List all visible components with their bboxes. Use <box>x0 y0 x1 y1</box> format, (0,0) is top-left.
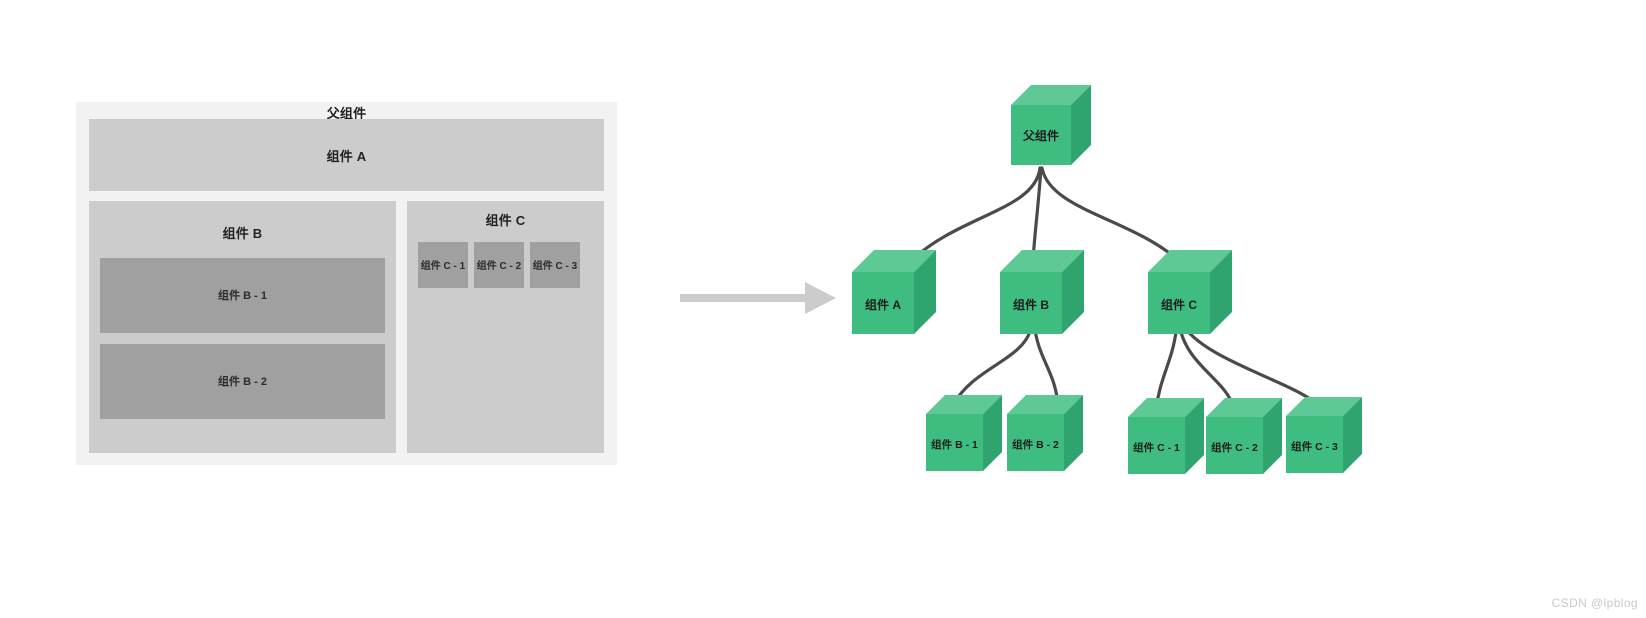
flat-nested-layout-diagram: 父组件 组件 A 组件 B 组件 B - 1 组件 B - 2 组件 C 组件 … <box>76 102 617 465</box>
tree-cube-component-a: 组件 A <box>852 250 938 336</box>
flat-box-component-c-3: 组件 C - 3 <box>530 242 580 288</box>
flat-box-component-c-2: 组件 C - 2 <box>474 242 524 288</box>
flat-box-component-c-2-label: 组件 C - 2 <box>476 261 522 272</box>
flat-box-component-b-1: 组件 B - 1 <box>100 258 385 333</box>
flat-box-component-b-2: 组件 B - 2 <box>100 344 385 419</box>
flat-root-label: 父组件 <box>326 106 367 121</box>
flat-box-component-c-1: 组件 C - 1 <box>418 242 468 288</box>
flat-box-component-b-2-label: 组件 B - 2 <box>218 376 267 388</box>
tree-cube-component-c-2: 组件 C - 2 <box>1206 398 1284 476</box>
tree-cube-component-c-1: 组件 C - 1 <box>1128 398 1206 476</box>
link-c-to-c3 <box>1179 320 1320 407</box>
link-b-to-b1 <box>951 321 1034 407</box>
flat-box-component-b-1-label: 组件 B - 1 <box>218 290 267 302</box>
transforms-into-arrow-icon <box>672 276 842 320</box>
link-root-to-c <box>1040 166 1180 262</box>
flat-box-component-a: 组件 A <box>89 119 604 191</box>
tree-cube-component-b: 组件 B <box>1000 250 1086 336</box>
link-c-to-c1 <box>1154 321 1179 412</box>
tree-cube-component-b-1: 组件 B - 1 <box>926 395 1004 473</box>
flat-box-component-c-1-label: 组件 C - 1 <box>420 261 466 272</box>
tree-cube-root: 父组件 <box>1011 85 1091 171</box>
component-tree-diagram: 父组件 组件 A 组件 B <box>830 60 1430 500</box>
link-root-to-a <box>910 166 1042 262</box>
flat-box-component-c-label: 组件 C <box>485 213 526 228</box>
tree-cube-component-b-2: 组件 B - 2 <box>1007 395 1085 473</box>
flat-box-component-c: 组件 C 组件 C - 1 组件 C - 2 组件 C - 3 <box>407 201 604 453</box>
csdn-watermark: CSDN @lpblog <box>1551 596 1638 610</box>
tree-cube-component-c-3: 组件 C - 3 <box>1286 397 1364 475</box>
tree-cube-component-c: 组件 C <box>1148 250 1234 336</box>
flat-box-component-a-label: 组件 A <box>326 149 367 164</box>
flat-box-component-b: 组件 B 组件 B - 1 组件 B - 2 <box>89 201 396 453</box>
flat-box-component-c-3-label: 组件 C - 3 <box>532 261 578 272</box>
flat-box-component-b-label: 组件 B <box>222 226 263 241</box>
